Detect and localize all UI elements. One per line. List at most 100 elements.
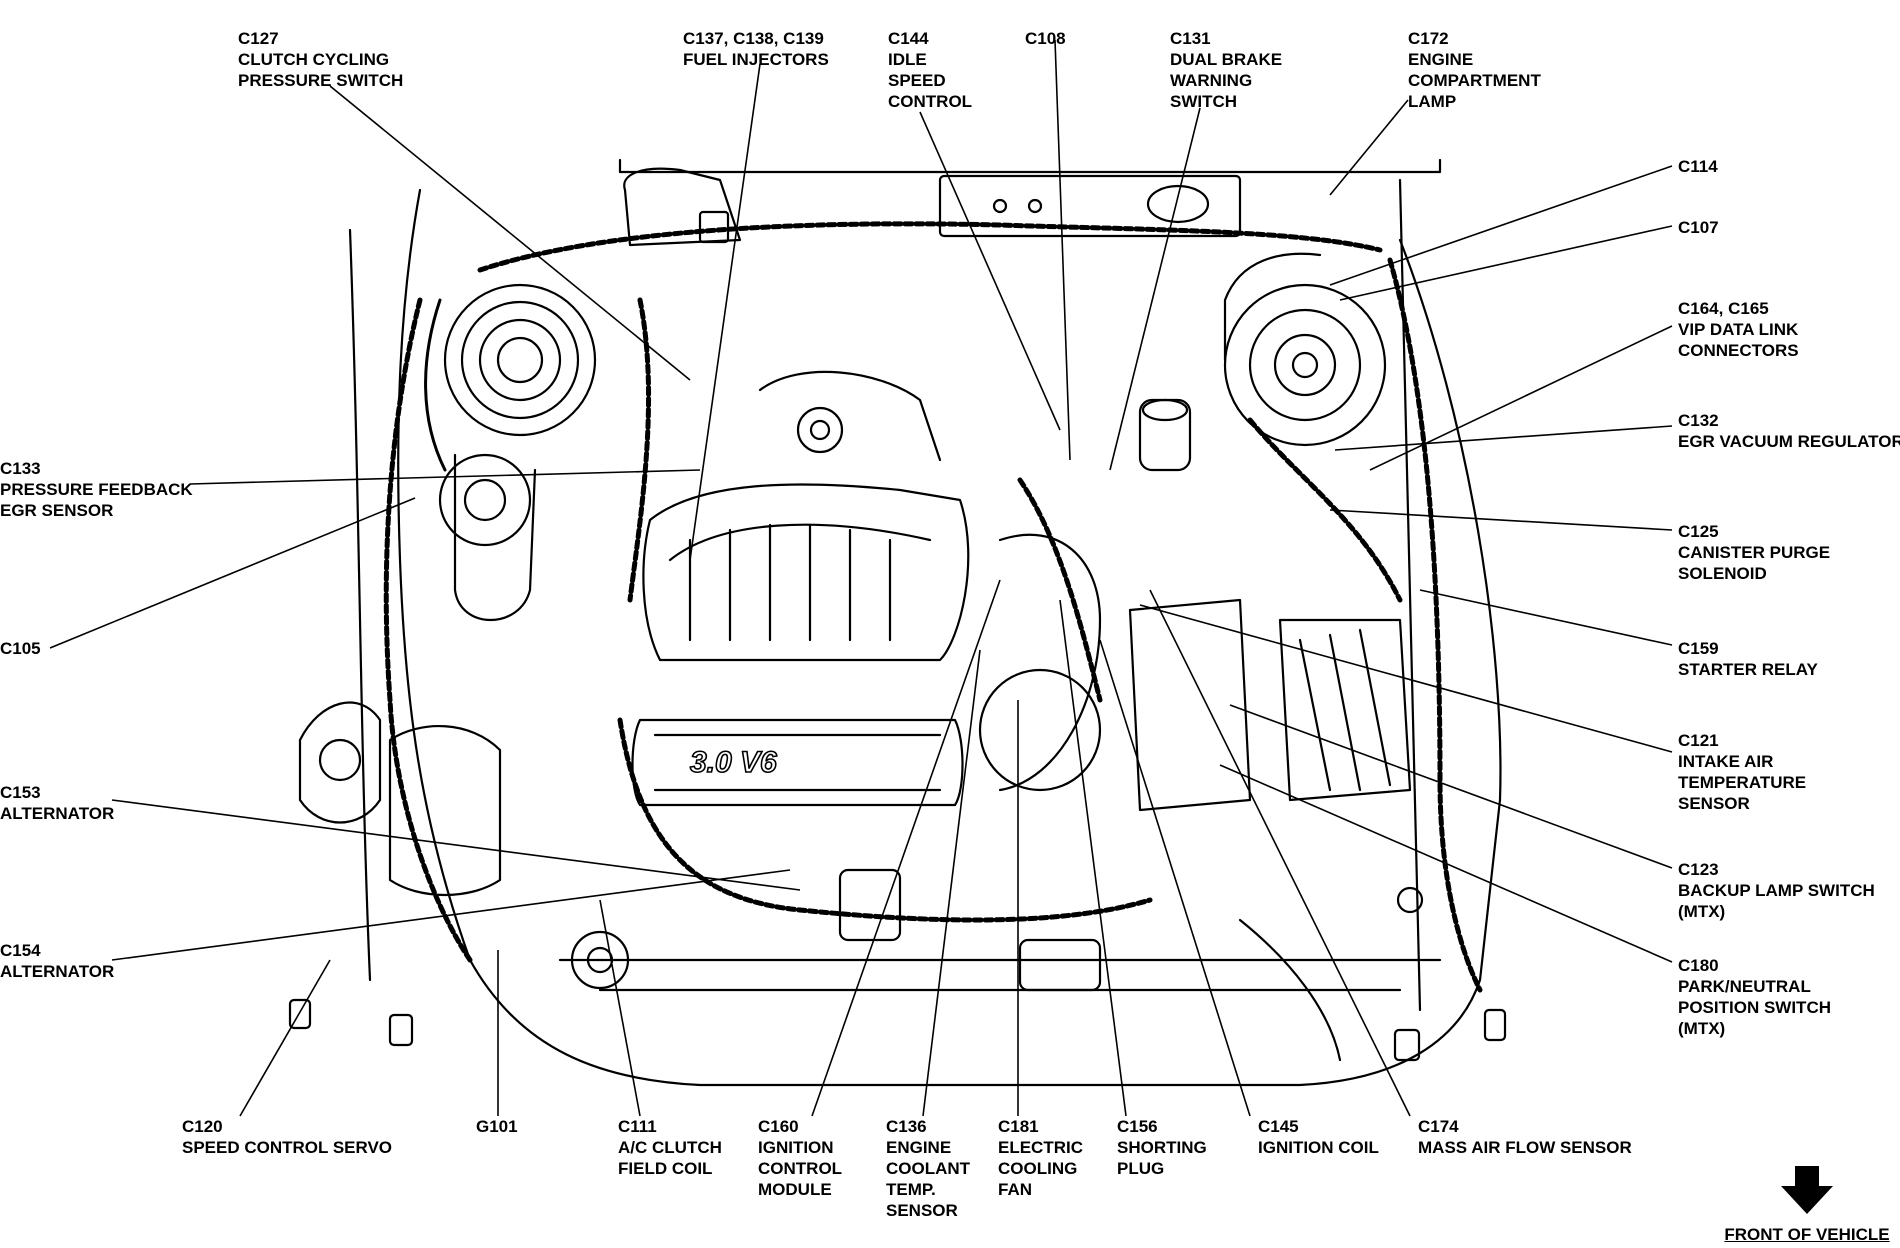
air-cleaner bbox=[1223, 283, 1387, 447]
connector-id: C127 bbox=[238, 29, 279, 48]
connector-description: PARK/NEUTRAL bbox=[1678, 977, 1811, 996]
connector-id: C137, C138, C139 bbox=[683, 29, 824, 48]
connector-description: ELECTRIC bbox=[998, 1138, 1083, 1157]
callout-c107: C107 bbox=[1678, 217, 1719, 238]
connector-description: STARTER RELAY bbox=[1678, 660, 1818, 679]
leader-line-c133 bbox=[189, 469, 701, 485]
connector-description: ALTERNATOR bbox=[0, 962, 115, 981]
connector-id: C108 bbox=[1025, 29, 1066, 48]
leader-line-c131 bbox=[1109, 107, 1201, 471]
connector-description: ALTERNATOR bbox=[0, 804, 115, 823]
connector-description: CONTROL bbox=[758, 1159, 843, 1178]
connector-description: SENSOR bbox=[886, 1201, 958, 1220]
connector-description: SENSOR bbox=[1678, 794, 1750, 813]
radiator-cap bbox=[570, 930, 630, 990]
compartment-outline bbox=[618, 158, 1442, 174]
leader-line-c156 bbox=[1059, 599, 1127, 1117]
wire-harness-right bbox=[1387, 257, 1483, 993]
connector-description: PLUG bbox=[1117, 1159, 1165, 1178]
wire-harness-center bbox=[617, 717, 1153, 923]
connector-id: C144 bbox=[888, 29, 929, 48]
connector-description: IDLE bbox=[888, 50, 927, 69]
oil-filter bbox=[838, 868, 902, 942]
leader-line-c164 bbox=[1369, 325, 1673, 471]
connector-description: SPEED bbox=[888, 71, 946, 90]
connector-description: SPEED CONTROL SERVO bbox=[182, 1138, 393, 1157]
connector-id: C174 bbox=[1418, 1117, 1459, 1136]
connector-description: POSITION SWITCH bbox=[1678, 998, 1831, 1017]
leader-line-c120 bbox=[239, 959, 331, 1117]
connector-id: C125 bbox=[1678, 522, 1719, 541]
connector-id: C156 bbox=[1117, 1117, 1158, 1136]
connector-id: C160 bbox=[758, 1117, 799, 1136]
leader-line-c145 bbox=[1099, 639, 1251, 1117]
connector-description: LAMP bbox=[1408, 92, 1457, 111]
connector-description: FUEL INJECTORS bbox=[683, 50, 829, 69]
valve-cover bbox=[631, 718, 964, 807]
connector-description: (MTX) bbox=[1678, 1019, 1726, 1038]
connector-description: EGR SENSOR bbox=[0, 501, 114, 520]
accessory-pulley bbox=[443, 283, 597, 437]
connector-id: C105 bbox=[0, 639, 41, 658]
connector-description: MODULE bbox=[758, 1180, 832, 1199]
battery-tray bbox=[1128, 598, 1252, 812]
connector-id: C111 bbox=[618, 1117, 657, 1136]
wire-harness-top bbox=[477, 221, 1383, 273]
leader-line-c154 bbox=[111, 869, 791, 961]
callout-c105: C105 bbox=[0, 638, 41, 659]
engine-badge: 3.0 V6 bbox=[690, 746, 777, 779]
connector-id: C136 bbox=[886, 1117, 927, 1136]
pulley-lower bbox=[438, 453, 532, 547]
connector-description: SWITCH bbox=[1170, 92, 1238, 111]
connector-description: CLUTCH CYCLING bbox=[238, 50, 390, 69]
connector-description: CONNECTORS bbox=[1678, 341, 1799, 360]
connector-description: ENGINE bbox=[886, 1138, 952, 1157]
connector-description: WARNING bbox=[1170, 71, 1253, 90]
connector-id: C145 bbox=[1258, 1117, 1299, 1136]
connector-id: C181 bbox=[998, 1117, 1039, 1136]
leader-line-c111 bbox=[599, 899, 641, 1117]
connector-description: TEMPERATURE bbox=[1678, 773, 1807, 792]
connector-id: C131 bbox=[1170, 29, 1211, 48]
connector-description: FIELD COIL bbox=[618, 1159, 713, 1178]
leader-line-c132 bbox=[1334, 425, 1673, 451]
leader-line-c137 bbox=[689, 63, 761, 561]
leader-line-c144 bbox=[919, 111, 1061, 431]
connector-description: BACKUP LAMP SWITCH bbox=[1678, 881, 1875, 900]
connector-description: IGNITION bbox=[758, 1138, 834, 1157]
connector-description: FAN bbox=[998, 1180, 1032, 1199]
leader-line-c121 bbox=[1139, 604, 1673, 753]
leader-line-c125 bbox=[1329, 509, 1673, 531]
connector-description: IGNITION COIL bbox=[1258, 1138, 1379, 1157]
connector-id: G101 bbox=[476, 1117, 518, 1136]
front-of-vehicle-indicator: FRONT OF VEHICLE bbox=[1722, 1164, 1892, 1245]
connector-description: MASS AIR FLOW SENSOR bbox=[1418, 1138, 1632, 1157]
connector-description: PRESSURE FEEDBACK bbox=[0, 480, 193, 499]
connector-id: C153 bbox=[0, 783, 41, 802]
leader-line-c180 bbox=[1219, 764, 1673, 963]
callout-c108: C108 bbox=[1025, 28, 1066, 49]
connector-description: A/C CLUTCH bbox=[618, 1138, 722, 1157]
connector-id: C132 bbox=[1678, 411, 1719, 430]
leader-line-c160 bbox=[811, 579, 1001, 1117]
front-of-vehicle-label: FRONT OF VEHICLE bbox=[1724, 1225, 1890, 1244]
connector-description: ENGINE bbox=[1408, 50, 1474, 69]
